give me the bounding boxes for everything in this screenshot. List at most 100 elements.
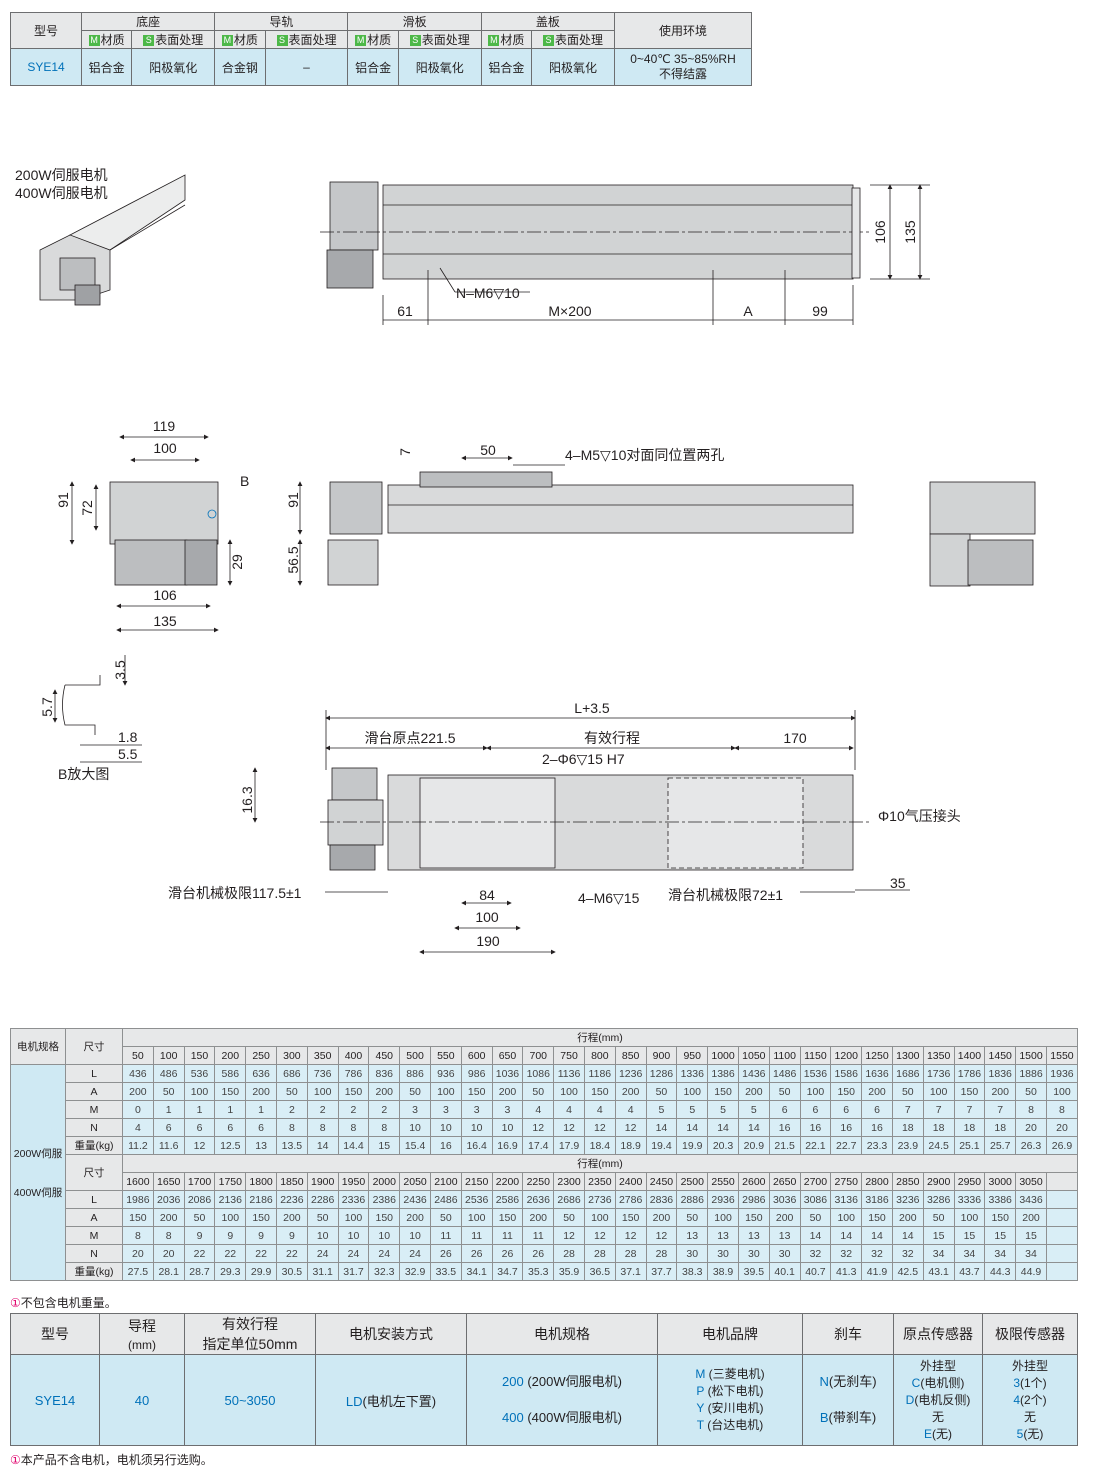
- data-cell: 986: [460, 1064, 493, 1083]
- data-cell: 14: [799, 1226, 832, 1245]
- row-label: A: [65, 1208, 123, 1227]
- data-cell: 1836: [984, 1064, 1017, 1083]
- data-cell: 100: [707, 1208, 739, 1227]
- dim-190: 190: [476, 933, 500, 949]
- data-cell: 200: [891, 1208, 924, 1227]
- hole-note: 4–M5▽10对面同位置两孔: [565, 447, 724, 463]
- data-cell: 28: [645, 1244, 678, 1263]
- data-cell: 2986: [737, 1190, 770, 1209]
- data-cell: 20: [1015, 1118, 1047, 1137]
- data-cell: 1636: [861, 1064, 893, 1083]
- data-cell: 20.3: [707, 1136, 739, 1155]
- data-cell: 12: [553, 1118, 585, 1137]
- row-label: N: [65, 1118, 123, 1137]
- stroke-value: 2800: [861, 1172, 893, 1191]
- data-cell: 32.9: [399, 1262, 431, 1281]
- data-cell: 7: [891, 1100, 924, 1119]
- data-cell: 12: [522, 1118, 555, 1137]
- limit-left: 滑台机械极限117.5±1: [168, 885, 302, 901]
- data-cell: 2836: [645, 1190, 678, 1209]
- row-label: 重量(kg): [65, 1262, 123, 1281]
- data-cell: 12: [553, 1226, 585, 1245]
- data-cell: 23.3: [861, 1136, 893, 1155]
- data-cell: 100: [583, 1208, 616, 1227]
- data-cell: 150: [368, 1208, 401, 1227]
- data-cell: 4: [553, 1100, 585, 1119]
- data-cell: 11.2: [122, 1136, 154, 1155]
- data-cell: 886: [399, 1064, 431, 1083]
- data-cell: 8: [368, 1118, 401, 1137]
- data-cell: 3336: [953, 1190, 986, 1209]
- dim-119: 119: [153, 418, 176, 434]
- spec-header-model: 型号: [10, 12, 82, 49]
- data-cell: 10: [306, 1226, 339, 1245]
- data-cell: 100: [922, 1082, 955, 1101]
- data-cell: 39.5: [737, 1262, 770, 1281]
- data-cell: 436: [122, 1064, 154, 1083]
- stroke-value: 2450: [645, 1172, 678, 1191]
- stroke-value: 450: [368, 1046, 401, 1065]
- order-spec: 200 (200W伺服电机) 400 (400W伺服电机): [466, 1354, 658, 1446]
- data-cell: 35.9: [553, 1262, 585, 1281]
- data-cell: 2386: [368, 1190, 401, 1209]
- data-cell: 8: [152, 1226, 185, 1245]
- data-cell: 9: [275, 1226, 308, 1245]
- dim-91: 91: [55, 492, 71, 508]
- data-cell: 29.3: [214, 1262, 247, 1281]
- data-cell: 5: [737, 1100, 770, 1119]
- data-cell: 2536: [460, 1190, 493, 1209]
- data-cell: 8: [306, 1118, 339, 1137]
- stroke-value: 1450: [984, 1046, 1017, 1065]
- data-cell: 50: [553, 1208, 585, 1227]
- data-cell: 1936: [1045, 1064, 1079, 1083]
- data-cell: 150: [984, 1208, 1017, 1227]
- data-cell: 10: [368, 1226, 401, 1245]
- data-cell: 11: [522, 1226, 555, 1245]
- data-cell: 32: [799, 1244, 832, 1263]
- data-cell: 13: [737, 1226, 770, 1245]
- data-cell: 200: [275, 1208, 308, 1227]
- side-view: [297, 455, 854, 586]
- data-cell: 150: [830, 1082, 863, 1101]
- data-cell: 20: [152, 1244, 185, 1263]
- data-cell: 34: [953, 1244, 986, 1263]
- data-cell: 586: [214, 1064, 247, 1083]
- data-cell: 1: [214, 1100, 247, 1119]
- data-cell: 16: [429, 1136, 462, 1155]
- data-cell: 50: [429, 1208, 462, 1227]
- stroke-value: 2750: [830, 1172, 863, 1191]
- stroke-value: 3050: [1015, 1172, 1047, 1191]
- data-cell: 26.3: [1015, 1136, 1047, 1155]
- data-cell: 24: [337, 1244, 370, 1263]
- detail-b: [52, 655, 142, 763]
- data-cell: 30.5: [275, 1262, 308, 1281]
- dim-29: 29: [229, 554, 245, 570]
- data-cell: 34: [922, 1244, 955, 1263]
- dim-3-5: 3.5: [112, 660, 128, 680]
- bottom-view: [252, 710, 910, 955]
- data-cell: 19.4: [645, 1136, 678, 1155]
- data-cell: 36.5: [583, 1262, 616, 1281]
- data-cell: 9: [245, 1226, 277, 1245]
- dim-61: 61: [397, 303, 413, 319]
- data-cell: 936: [429, 1064, 462, 1083]
- data-cell: 636: [245, 1064, 277, 1083]
- data-cell: 14: [676, 1118, 709, 1137]
- data-cell: 7: [922, 1100, 955, 1119]
- stroke-value: 1550: [1045, 1046, 1079, 1065]
- data-cell: 1486: [768, 1064, 801, 1083]
- data-cell: 13: [245, 1136, 277, 1155]
- data-cell: 2086: [183, 1190, 216, 1209]
- motor-note: ①本产品不含电机，电机须另行选购。: [10, 1453, 213, 1467]
- data-cell: 2936: [707, 1190, 739, 1209]
- data-cell: 2586: [491, 1190, 524, 1209]
- data-cell: 10: [399, 1118, 431, 1137]
- data-cell: 2036: [152, 1190, 185, 1209]
- data-cell: 100: [830, 1208, 863, 1227]
- data-cell: 22.7: [830, 1136, 863, 1155]
